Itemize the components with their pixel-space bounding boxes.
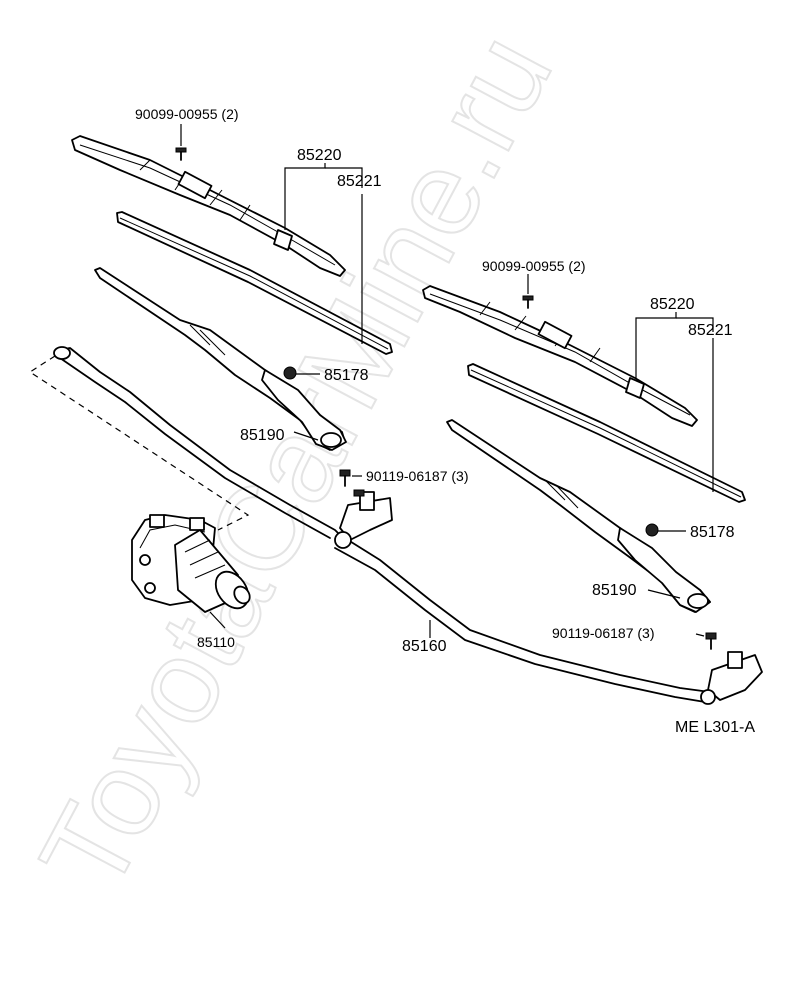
label-nut-right: 85178 bbox=[690, 524, 735, 541]
label-motor: 85110 bbox=[197, 634, 235, 650]
motor-crank-reference-line bbox=[28, 355, 250, 531]
label-bolt-center: 90119-06187 (3) bbox=[366, 468, 468, 484]
label-link: 85160 bbox=[402, 638, 447, 655]
label-nut-left: 85178 bbox=[324, 367, 369, 384]
right-wiper-arm[interactable] bbox=[446, 419, 711, 613]
label-arm-right: 85190 bbox=[592, 582, 637, 599]
right-screw[interactable] bbox=[522, 295, 534, 309]
left-nut[interactable] bbox=[283, 366, 297, 380]
right-nut[interactable] bbox=[645, 523, 659, 537]
left-screw[interactable] bbox=[175, 147, 187, 161]
leader-lines bbox=[180, 124, 714, 638]
label-arm-left: 85190 bbox=[240, 427, 285, 444]
label-screw-right: 90099-00955 (2) bbox=[482, 258, 586, 274]
left-wiper-arm[interactable] bbox=[94, 267, 347, 451]
right-bolt[interactable] bbox=[705, 632, 717, 650]
diagram-code: ME L301-A bbox=[675, 719, 755, 736]
label-bolt-right: 90119-06187 (3) bbox=[552, 625, 654, 641]
label-blade-left-b: 85221 bbox=[337, 173, 382, 190]
label-screw-left: 90099-00955 (2) bbox=[135, 106, 239, 122]
left-wiper-refill[interactable] bbox=[116, 211, 393, 355]
center-bolt[interactable] bbox=[339, 469, 365, 497]
left-wiper-blade[interactable] bbox=[71, 135, 346, 277]
right-wiper-refill[interactable] bbox=[467, 363, 746, 503]
label-blade-right-a: 85220 bbox=[650, 296, 695, 313]
wiper-motor[interactable] bbox=[131, 514, 255, 614]
label-blade-left-a: 85220 bbox=[297, 147, 342, 164]
label-blade-right-b: 85221 bbox=[688, 322, 733, 339]
part-labels: 90099-00955 (2) 85220 85221 85178 85190 … bbox=[135, 106, 755, 736]
right-wiper-blade[interactable] bbox=[422, 285, 698, 427]
